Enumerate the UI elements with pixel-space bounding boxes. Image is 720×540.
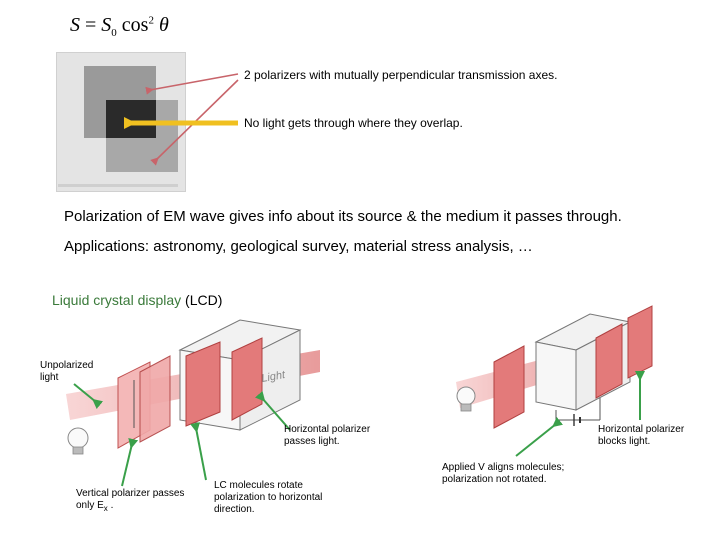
right-cell-front bbox=[535, 341, 577, 411]
green-arrow-lc-rotate bbox=[190, 422, 207, 481]
note-no-light: No light gets through where they overlap… bbox=[244, 116, 463, 130]
formula-eq: = bbox=[80, 14, 102, 36]
caption-applied-v: Applied V aligns molecules; polarization… bbox=[442, 462, 565, 485]
green-arrow-vertical bbox=[121, 437, 139, 487]
lcd-heading-green: Liquid crystal display bbox=[52, 292, 182, 308]
caption-horiz-passes: Horizontal polarizer passes light. bbox=[284, 424, 371, 447]
photo-caption-strip bbox=[58, 184, 178, 187]
caption-vertical-text: Vertical polarizer passes only E bbox=[76, 488, 185, 511]
lcd-heading: Liquid crystal display (LCD) bbox=[52, 292, 222, 308]
left-lc-cell-panel bbox=[185, 341, 221, 427]
right-first-panel bbox=[493, 345, 525, 429]
caption-vertical-end: . bbox=[107, 500, 114, 511]
arrow-to-square-2 bbox=[150, 79, 239, 166]
caption-unpolarized: Unpolarized light bbox=[40, 360, 94, 383]
left-horizontal-polarizer bbox=[139, 355, 171, 443]
formula-s: S bbox=[101, 14, 112, 36]
caption-horiz-blocks: Horizontal polarizer blocks light. bbox=[598, 424, 685, 447]
formula-lhs: S bbox=[70, 14, 80, 36]
note-perpendicular: 2 polarizers with mutually perpendicular… bbox=[244, 68, 558, 82]
green-arrow-unpolarized bbox=[73, 383, 104, 410]
applications-text: Applications: astronomy, geological surv… bbox=[64, 238, 533, 255]
left-light-label: Light bbox=[260, 369, 287, 385]
right-bulb-icon bbox=[456, 386, 476, 406]
right-bulb-base bbox=[460, 403, 472, 412]
caption-lc-rotate: LC molecules rotate polarization to hori… bbox=[214, 480, 323, 515]
left-bulb-base bbox=[72, 446, 84, 455]
arrow-to-square-1 bbox=[145, 73, 239, 95]
formula-theta: θ bbox=[153, 14, 169, 36]
green-arrow-applied-v bbox=[515, 416, 564, 457]
left-bulb-icon bbox=[67, 427, 89, 449]
green-arrow-horiz-passes bbox=[254, 390, 291, 431]
malus-law-formula: S = S0 cos2 θ bbox=[70, 14, 169, 39]
formula-cos: cos bbox=[116, 14, 149, 36]
formula-sub: 0 bbox=[111, 27, 117, 39]
right-cell-panel bbox=[595, 323, 623, 399]
right-last-panel bbox=[627, 305, 653, 379]
left-second-panel bbox=[231, 337, 263, 421]
polarization-text: Polarization of EM wave gives info about… bbox=[64, 208, 622, 225]
lcd-heading-rest: (LCD) bbox=[181, 292, 223, 308]
formula-sup: 2 bbox=[148, 14, 154, 27]
caption-vertical: Vertical polarizer passes only Ex . bbox=[76, 488, 188, 515]
caption-vertical-sub: x bbox=[103, 504, 108, 513]
